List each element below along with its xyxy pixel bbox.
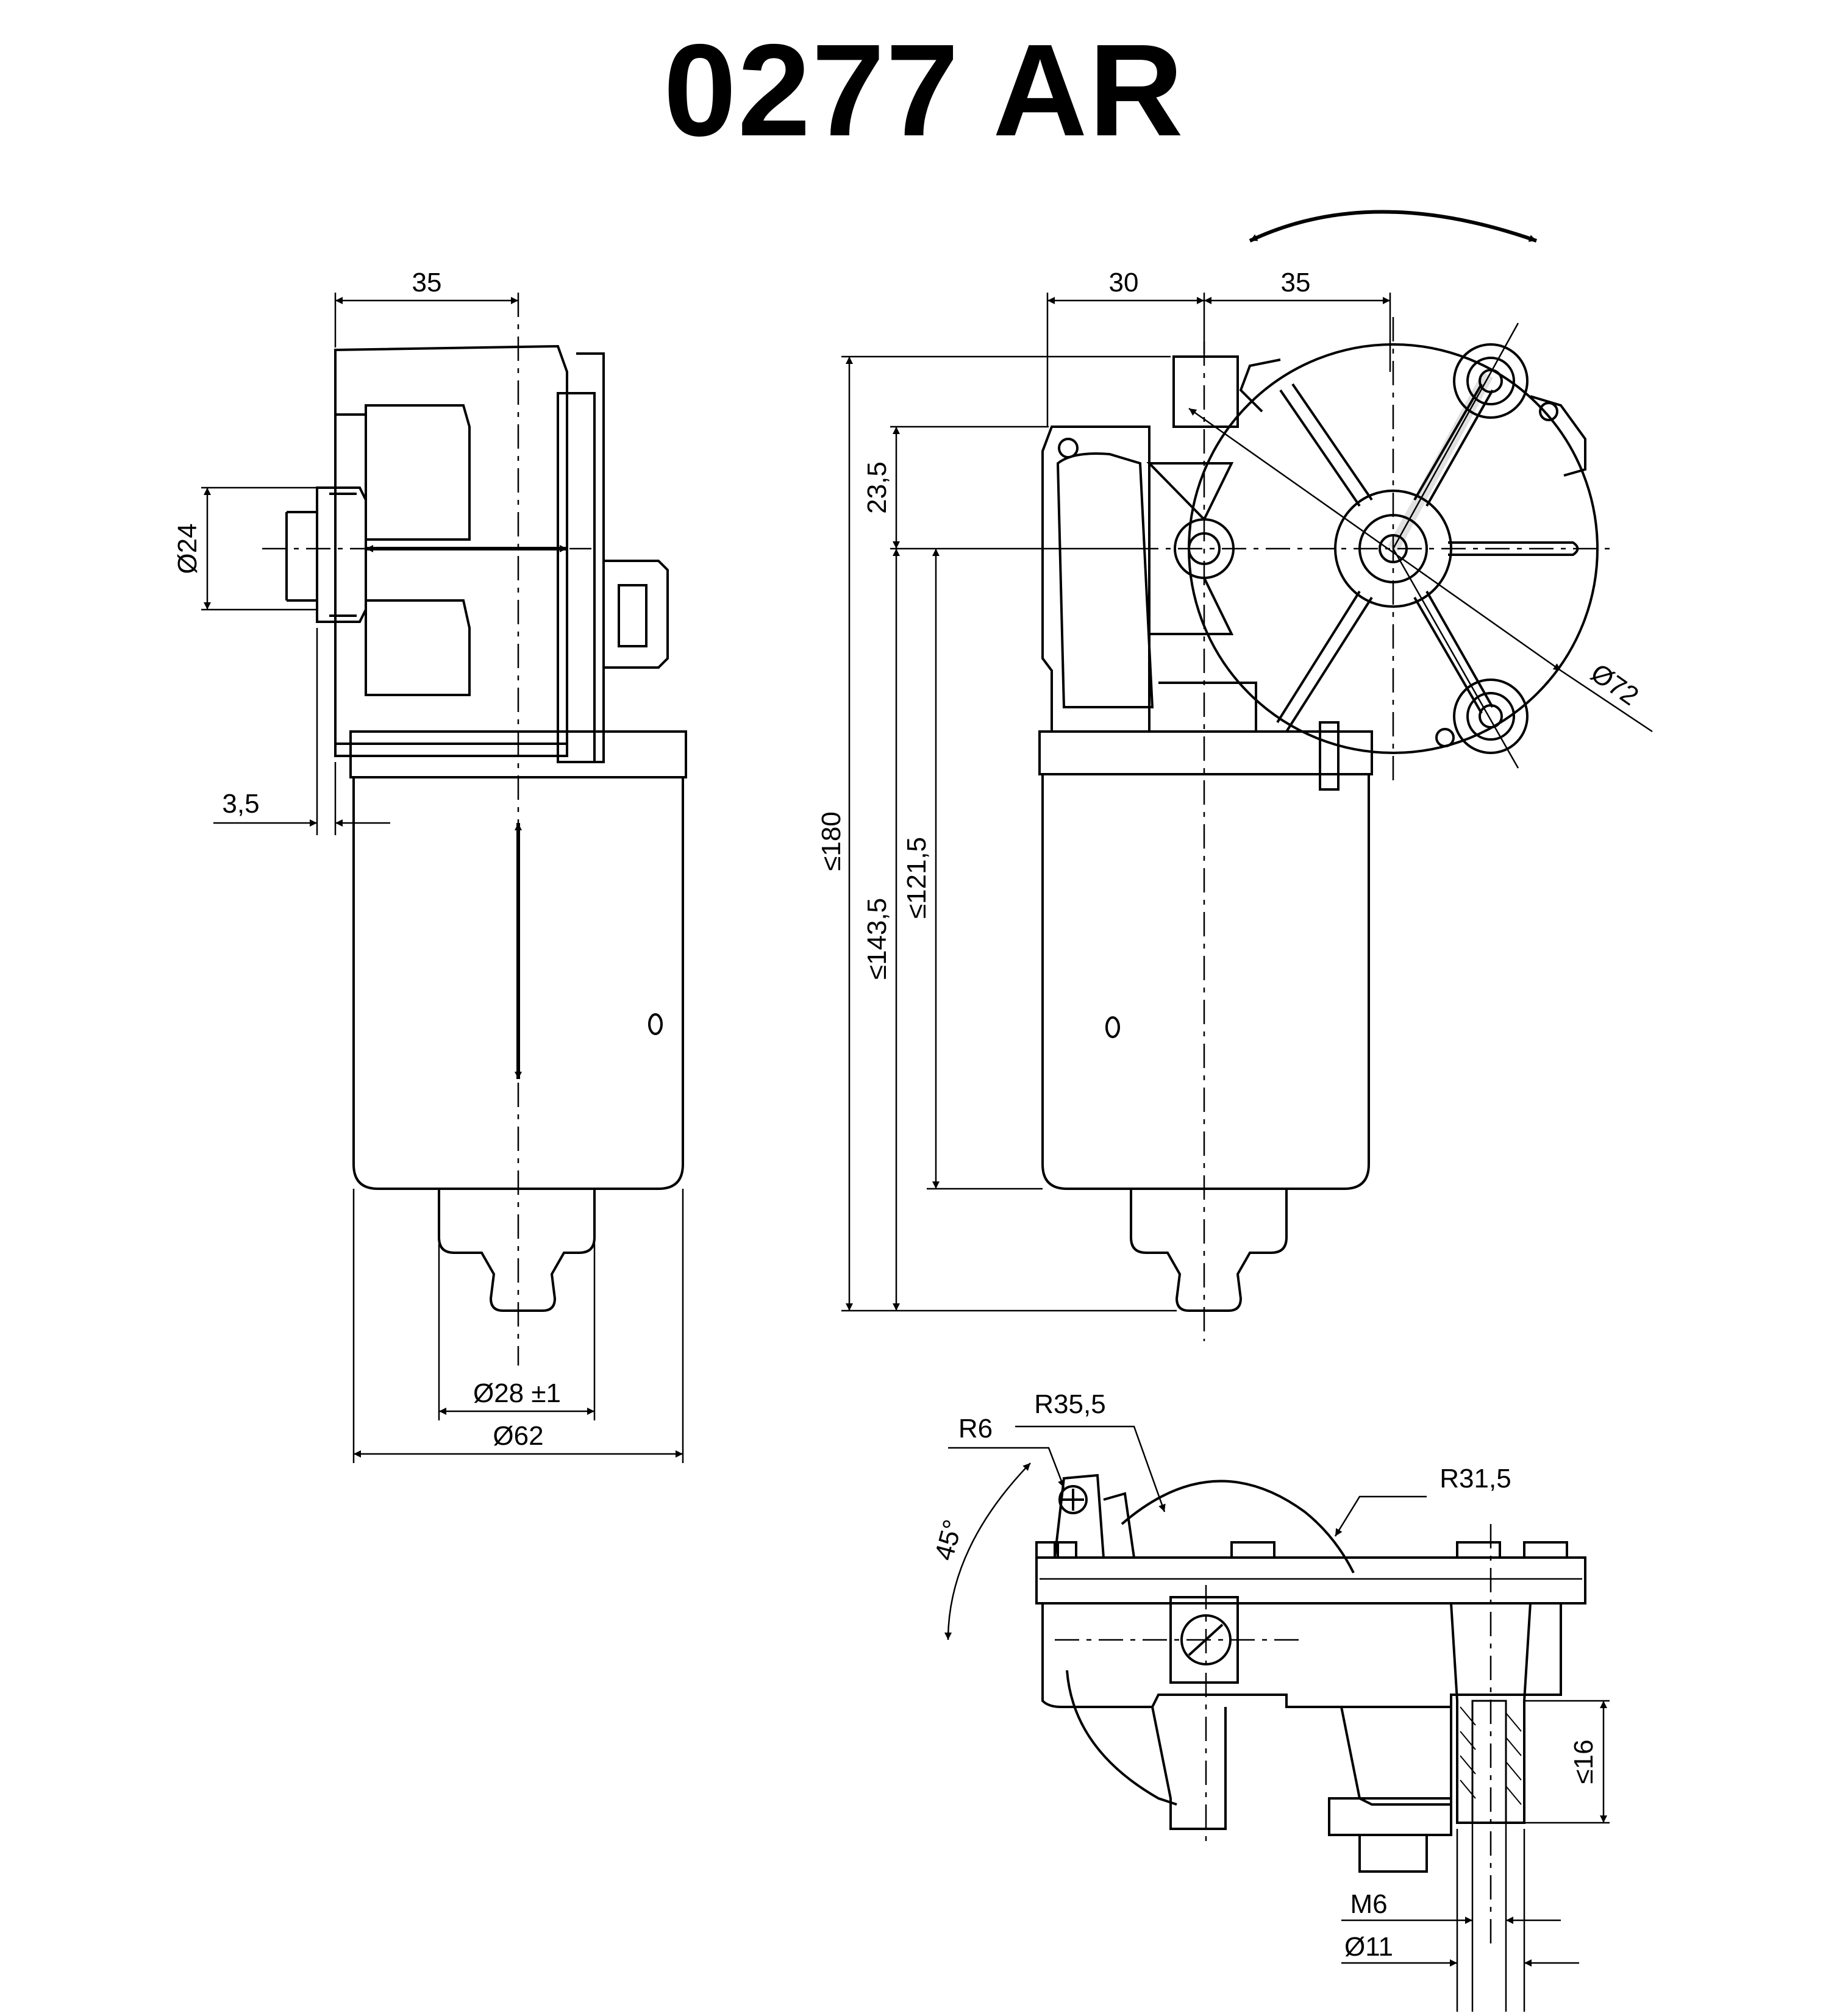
page-title: 0277 AR (663, 16, 1185, 163)
side-dimension-labels: 35 Ø24 3,5 Ø28 ±1 Ø62 (173, 268, 561, 1451)
front-view (1038, 210, 1653, 1341)
bottom-dimensions (944, 1425, 1610, 2012)
dim-side-top-width: 35 (412, 268, 442, 297)
side-output-hub (316, 486, 367, 623)
dim-bottom-radius-small: R6 (958, 1414, 993, 1444)
bottom-base-plate (1035, 1556, 1586, 1605)
dim-bottom-depth: ≤16 (1569, 1739, 1599, 1784)
dim-front-width-left: 30 (1109, 268, 1139, 297)
dim-bottom-thread: M6 (1350, 1889, 1387, 1919)
dim-front-height-total: ≤180 (816, 811, 846, 871)
dim-bottom-radius-large: R35,5 (1034, 1389, 1105, 1419)
front-left-housing (1041, 426, 1151, 733)
front-flange (1038, 730, 1373, 775)
side-motor-can (352, 776, 684, 1190)
bottom-dimension-labels: R35,5 R6 45° R31,5 ≤16 M6 Ø11 (929, 1389, 1599, 1962)
bottom-gear-housing (1041, 1603, 1562, 1708)
dim-side-flange-offset: 3,5 (222, 789, 259, 819)
front-dimension-labels: 30 35 ≤180 23,5 ≤143,5 ≤121,5 Ø72 (816, 268, 1644, 980)
front-motor-can (1041, 773, 1370, 1190)
dim-front-height-motor: ≤121,5 (902, 837, 932, 919)
front-mount-boss-bottom (1453, 679, 1529, 754)
dim-front-width-right: 35 (1281, 268, 1311, 297)
front-dimensions (841, 293, 1391, 1312)
dim-side-cap-dia: Ø28 ±1 (473, 1378, 561, 1408)
dim-front-gear-dia: Ø72 (1585, 658, 1644, 711)
dim-side-body-dia: Ø62 (493, 1421, 543, 1451)
bottom-view (1035, 1473, 1586, 1951)
dim-bottom-hole-dia: Ø11 (1344, 1932, 1393, 1962)
side-connector-plate (557, 392, 596, 763)
front-rear-cap (1130, 1189, 1288, 1312)
side-flange (349, 730, 687, 778)
rotation-arrow (1249, 210, 1537, 243)
dim-side-shaft-dia: Ø24 (173, 523, 202, 574)
side-view (262, 293, 687, 1366)
dim-front-center-offset: 23,5 (862, 461, 892, 514)
dim-bottom-radius-gear: R31,5 (1440, 1464, 1511, 1494)
side-dimensions (201, 293, 684, 1463)
dim-front-height-body: ≤143,5 (862, 898, 892, 980)
side-rear-cap (438, 1189, 596, 1312)
dim-bottom-angle: 45° (929, 1517, 969, 1564)
bottom-gear-arc (1121, 1480, 1355, 1573)
